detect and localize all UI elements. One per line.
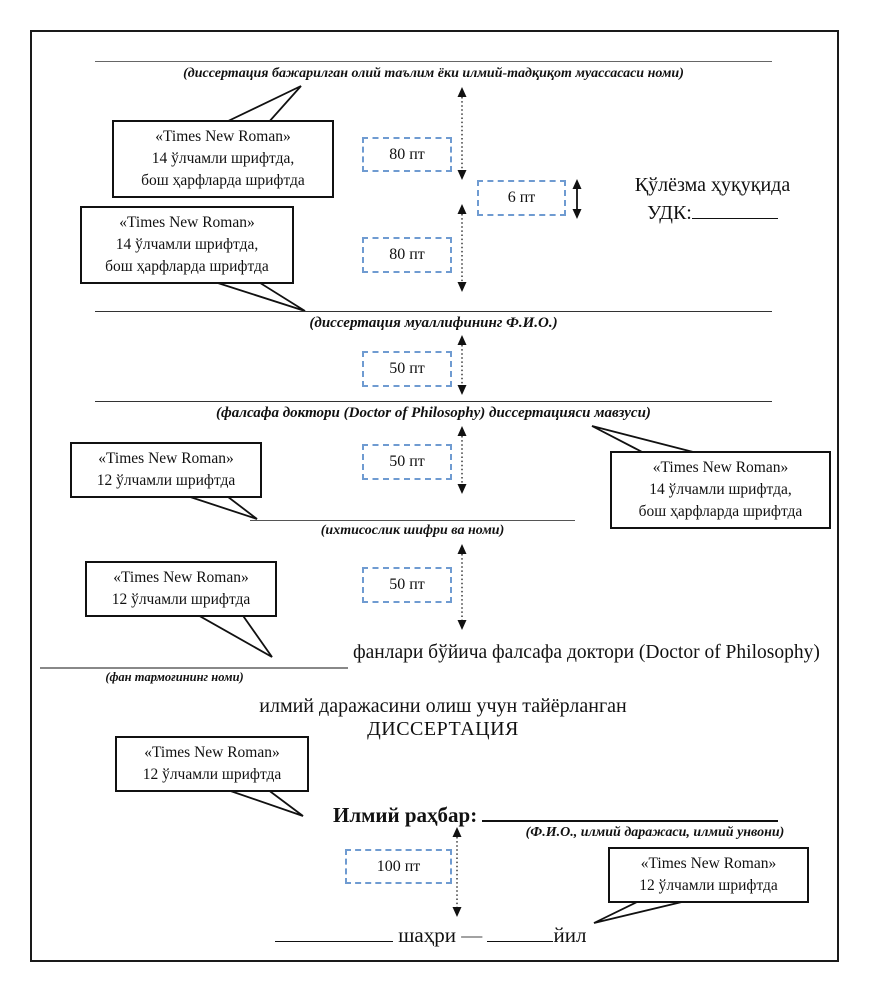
callout-line: «Times New Roman» — [98, 450, 234, 467]
spacing-box-50pt-1: 50 пт — [362, 351, 452, 387]
city-blank-line — [275, 920, 393, 942]
science-branch-caption: (фан тармоғининг номи) — [105, 670, 244, 684]
spacing-label: 50 пт — [389, 576, 425, 593]
year-word: йил — [553, 923, 587, 947]
specialty-line — [250, 520, 575, 521]
callout-line: «Times New Roman» — [652, 459, 789, 476]
callout-font-12-supervisor: «Times New Roman» 12 ўлчамли шрифтда — [115, 736, 309, 792]
udc-row: УДК: — [615, 198, 810, 225]
callout-line: бош ҳарфларда шрифтда — [141, 172, 305, 189]
arrowheads — [452, 87, 582, 917]
udc-blank-line — [691, 198, 778, 219]
callout-line: 14 ўлчамли шрифтда, — [115, 236, 259, 253]
callout-tails — [168, 85, 702, 924]
spacing-label: 6 пт — [507, 189, 536, 206]
manuscript-right-label: Қўлёзма ҳуқуқида — [634, 174, 791, 196]
callout-font-12-specialty: «Times New Roman» 12 ўлчамли шрифтда — [70, 442, 262, 498]
science-branch-line — [40, 667, 348, 669]
spacing-label: 50 пт — [389, 360, 425, 377]
spacing-box-80pt-2: 80 пт — [362, 237, 452, 273]
callout-font-14-caps-2: «Times New Roman» 14 ўлчамли шрифтда, бо… — [80, 206, 294, 284]
topic-line — [95, 401, 772, 402]
dissertation-word: ДИССЕРТАЦИЯ — [367, 718, 519, 740]
spacing-box-80pt-1: 80 пт — [362, 137, 452, 172]
institution-line — [95, 61, 772, 62]
callout-line: 12 ўлчамли шрифтда — [142, 766, 282, 783]
callout-font-12-branch: «Times New Roman» 12 ўлчамли шрифтда — [85, 561, 277, 617]
callout-line: «Times New Roman» — [155, 128, 291, 145]
supervisor-row: Илмий раҳбар: — [333, 799, 779, 828]
callout-line: 14 ўлчамли шрифтда, — [649, 481, 792, 498]
supervisor-blank-line — [482, 799, 779, 822]
year-blank-line — [487, 920, 554, 942]
callout-line: 12 ўлчамли шрифтда — [111, 591, 251, 608]
degree-sentence: фанлари бўйича фалсафа доктори (Doctor o… — [353, 642, 820, 663]
callout-line: «Times New Roman» — [144, 744, 280, 761]
spacing-label: 100 пт — [376, 857, 421, 875]
callout-line: «Times New Roman» — [640, 855, 777, 872]
dash-separator: — — [461, 923, 483, 947]
topic-caption: (фалсафа доктори (Doctor of Philosophy) … — [216, 405, 651, 421]
author-line — [95, 311, 772, 312]
specialty-caption: (ихтисослик шифри ва номи) — [320, 523, 505, 538]
callout-line: «Times New Roman» — [113, 569, 249, 586]
institution-caption: (диссертация бажарилган олий таълим ёки … — [183, 66, 684, 81]
spacing-box-6pt: 6 пт — [477, 180, 566, 216]
spacing-box-50pt-2: 50 пт — [362, 444, 452, 480]
callout-font-14-caps-1: «Times New Roman» 14 ўлчамли шрифтда, бо… — [112, 120, 334, 198]
author-caption: (диссертация муаллифининг Ф.И.О.) — [309, 315, 558, 331]
spacing-label: 80 пт — [389, 145, 425, 163]
spacing-box-100pt: 100 пт — [345, 849, 452, 884]
callout-font-14-caps-3: «Times New Roman» 14 ўлчамли шрифтда, бо… — [610, 451, 831, 529]
spacing-label: 50 пт — [389, 453, 425, 470]
city-word: шаҳри — [398, 923, 456, 947]
callout-line: 12 ўлчамли шрифтда — [96, 472, 236, 489]
spacing-box-50pt-3: 50 пт — [362, 567, 452, 603]
city-year-row: шаҳри — йил — [275, 920, 586, 948]
prepared-sentence: илмий даражасини олиш учун тайёрланган — [259, 695, 627, 717]
supervisor-caption: (Ф.И.О., илмий даражаси, илмий унвони) — [525, 825, 785, 840]
callout-line: бош ҳарфларда шрифтда — [105, 258, 269, 275]
udc-label: УДК: — [647, 202, 692, 224]
callout-line: 12 ўлчамли шрифтда — [639, 877, 778, 894]
callout-line: 14 ўлчамли шрифтда, — [151, 150, 295, 167]
spacing-label: 80 пт — [389, 246, 425, 263]
supervisor-label: Илмий раҳбар: — [333, 803, 478, 827]
callout-line: «Times New Roman» — [119, 214, 255, 231]
callout-line: бош ҳарфларда шрифтда — [638, 503, 803, 520]
callout-font-12-city-year: «Times New Roman» 12 ўлчамли шрифтда — [608, 847, 809, 903]
